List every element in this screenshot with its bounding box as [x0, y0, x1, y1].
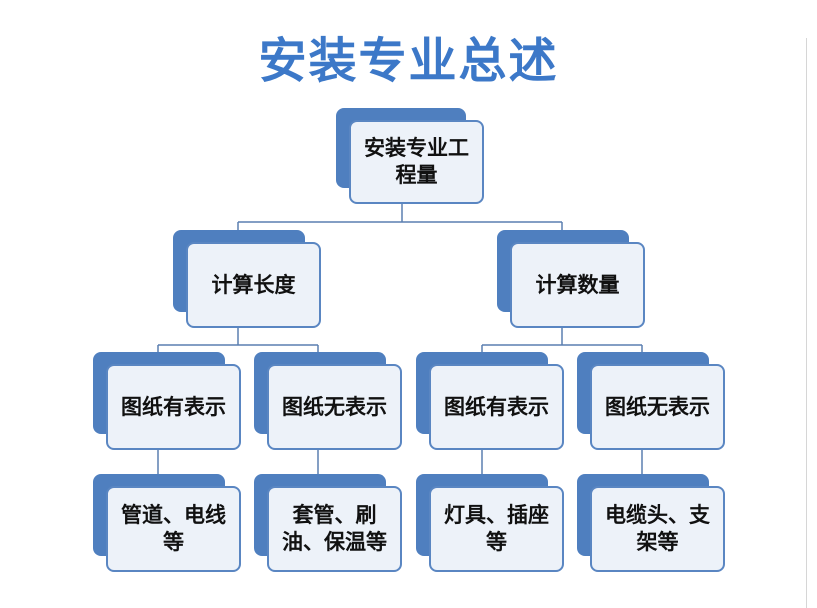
slide-edge-divider	[806, 38, 807, 608]
branch-node-length-label: 计算长度	[186, 242, 321, 328]
leaf-node-pipes-wires-label: 管道、电线等	[106, 486, 241, 572]
leaf-node-pipes-wires: 管道、电线等	[93, 474, 241, 572]
diagram-title: 安装专业总述	[258, 33, 559, 89]
branch-node-length: 计算长度	[173, 230, 321, 328]
sub-node-quantity-not-shown: 图纸无表示	[577, 352, 725, 450]
leaf-node-lamps-sockets: 灯具、插座等	[416, 474, 564, 572]
branch-node-quantity: 计算数量	[497, 230, 645, 328]
root-node-label: 安装专业工程量	[349, 120, 484, 204]
sub-node-length-shown: 图纸有表示	[93, 352, 241, 450]
sub-node-length-not-shown-label: 图纸无表示	[267, 364, 402, 450]
leaf-node-sleeves-paint-insulation: 套管、刷油、保温等	[254, 474, 402, 572]
branch-node-quantity-label: 计算数量	[510, 242, 645, 328]
leaf-node-lamps-sockets-label: 灯具、插座等	[429, 486, 564, 572]
sub-node-quantity-shown-label: 图纸有表示	[429, 364, 564, 450]
sub-node-length-shown-label: 图纸有表示	[106, 364, 241, 450]
root-node: 安装专业工程量	[336, 108, 484, 205]
leaf-node-cable-heads-brackets: 电缆头、支架等	[577, 474, 725, 572]
leaf-node-sleeves-paint-insulation-label: 套管、刷油、保温等	[267, 486, 402, 572]
sub-node-quantity-shown: 图纸有表示	[416, 352, 564, 450]
leaf-node-cable-heads-brackets-label: 电缆头、支架等	[590, 486, 725, 572]
sub-node-length-not-shown: 图纸无表示	[254, 352, 402, 450]
sub-node-quantity-not-shown-label: 图纸无表示	[590, 364, 725, 450]
